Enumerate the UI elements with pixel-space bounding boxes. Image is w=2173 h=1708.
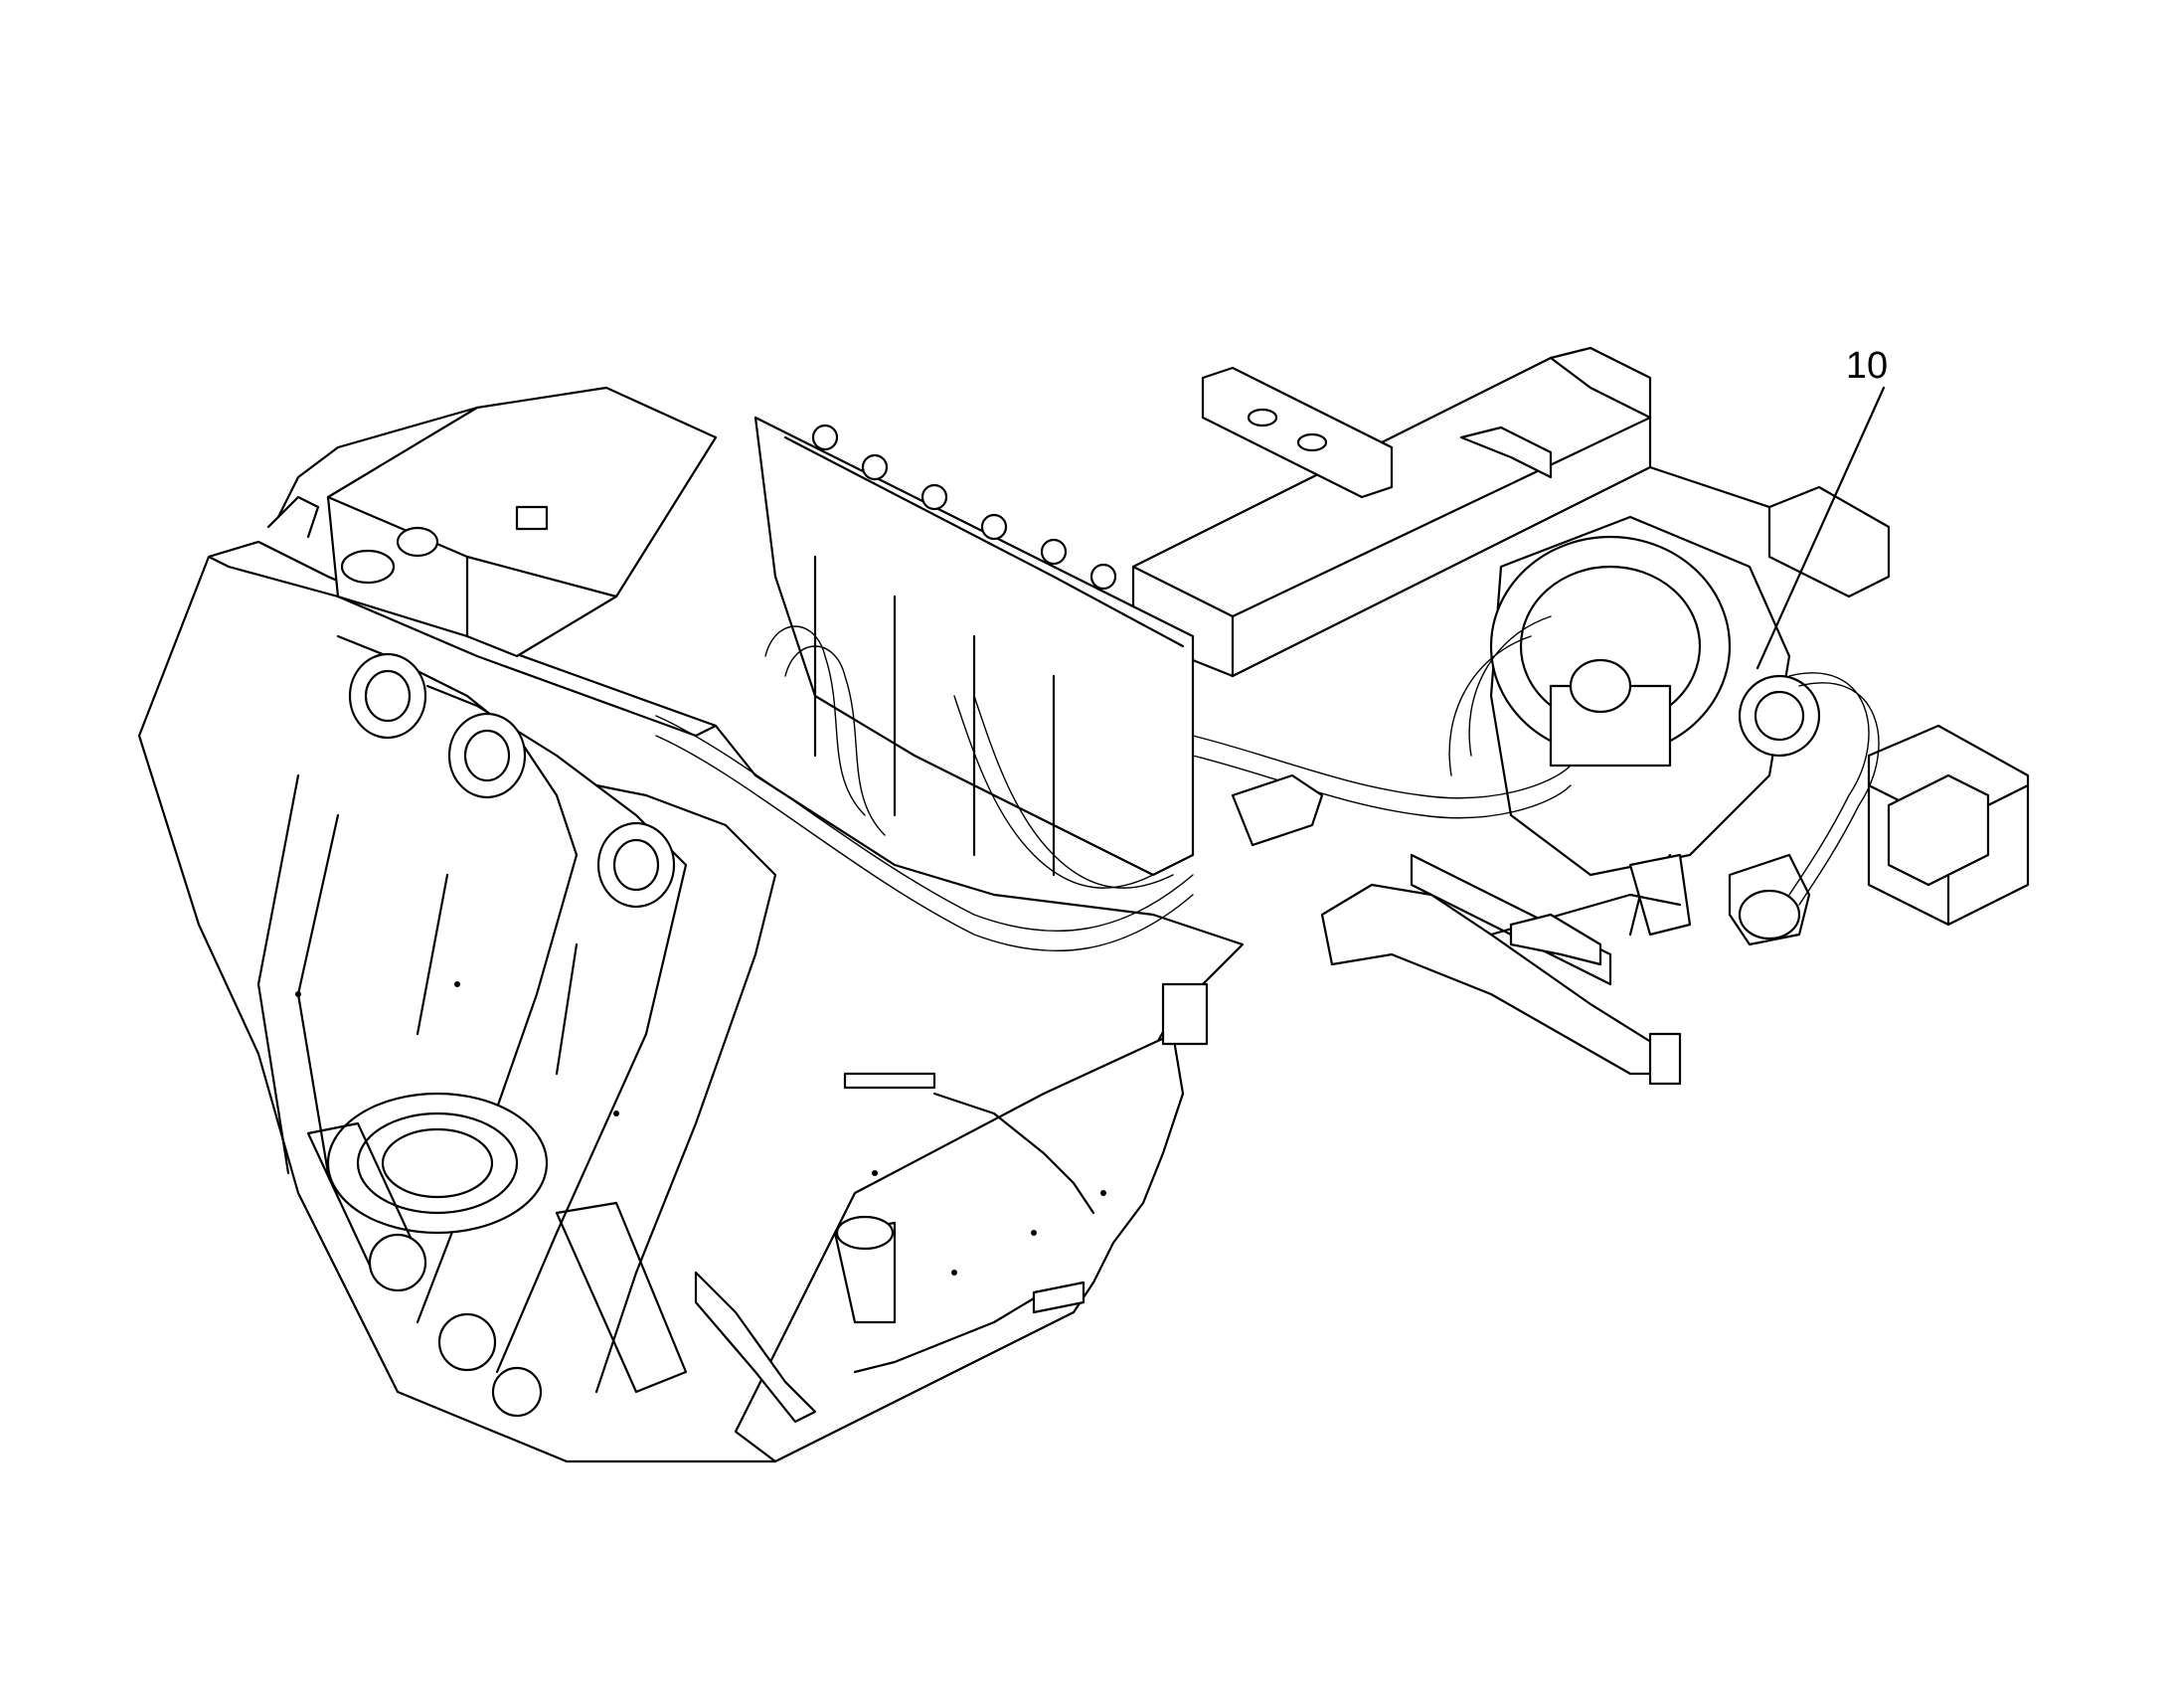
callout-10-leader-line (1755, 386, 1886, 670)
callout-10-label: 10 (1846, 345, 1888, 387)
front-subframe (1320, 853, 1682, 1086)
hydraulic-tank (266, 386, 718, 658)
floor-plate (694, 1032, 1185, 1463)
callout-10: 10 (1755, 345, 1888, 670)
rear-beam (1131, 346, 2030, 927)
valve-manifold (655, 416, 1572, 952)
engine-assembly (1448, 515, 1990, 946)
detail-marks (295, 981, 1209, 1276)
